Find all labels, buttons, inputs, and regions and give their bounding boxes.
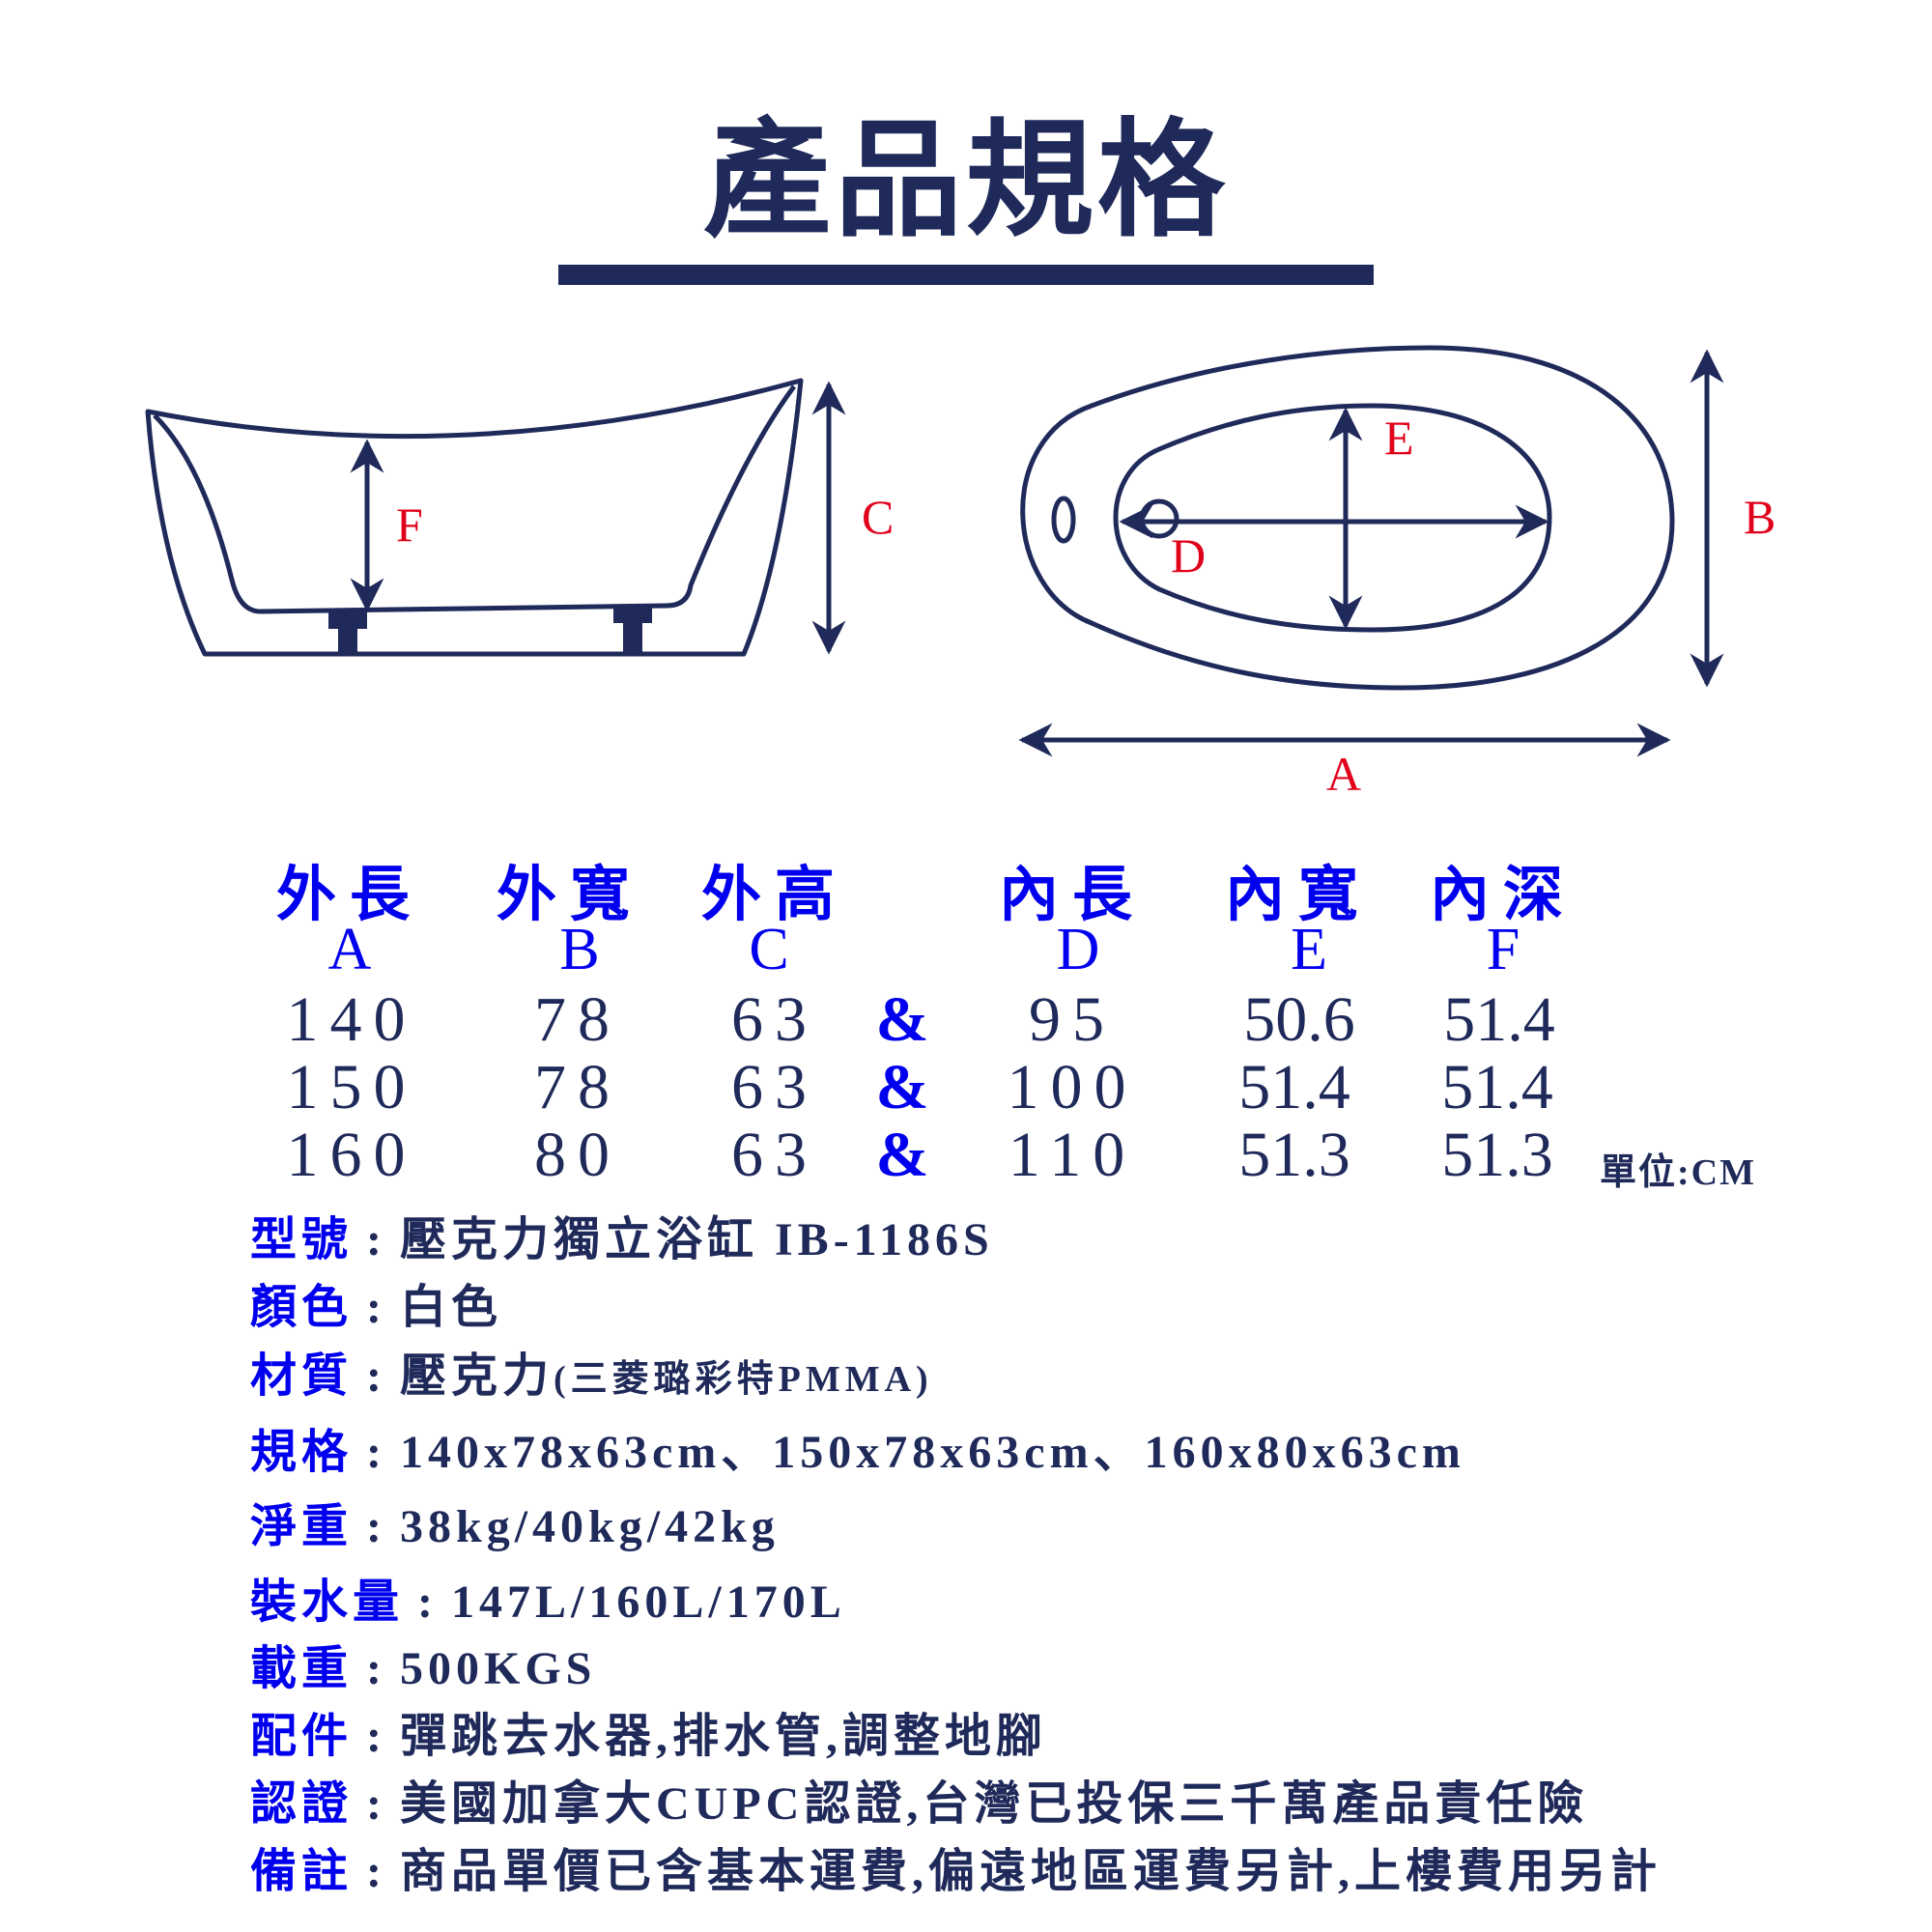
separator: & bbox=[875, 1052, 941, 1122]
spec-value: 500KGS bbox=[400, 1643, 597, 1694]
spec-key: 淨重 bbox=[250, 1501, 354, 1552]
spec-value: 147L/160L/170L bbox=[451, 1577, 846, 1628]
spec-value: 彈跳去水器,排水管,調整地腳 bbox=[400, 1711, 1048, 1762]
top-view-outline bbox=[1020, 345, 1675, 691]
spec-material: 材質:壓克力(三菱璐彩特PMMA) bbox=[250, 1350, 933, 1402]
spec-model: 型號:壓克力獨立浴缸 IB-1186S bbox=[250, 1214, 994, 1265]
letter-a: A bbox=[327, 917, 372, 982]
spec-certification: 認證:美國加拿大CUPC認證,台灣已投保三千萬產品責任險 bbox=[250, 1778, 1589, 1830]
spec-key: 認證 bbox=[250, 1778, 354, 1830]
header-outer-height: 外高 bbox=[700, 863, 848, 928]
spec-net-weight: 淨重:38kg/40kg/42kg bbox=[250, 1501, 780, 1552]
cell: 95 bbox=[1029, 984, 1116, 1055]
cell: 63 bbox=[731, 984, 818, 1055]
spec-load: 載重:500KGS bbox=[250, 1643, 597, 1694]
cell: 51.4 bbox=[1443, 984, 1555, 1055]
side-view-inner-line bbox=[153, 384, 797, 614]
label-a: A bbox=[1326, 747, 1361, 801]
letter-b: B bbox=[559, 917, 600, 982]
tub-foot-left bbox=[328, 611, 367, 654]
label-f: F bbox=[396, 497, 423, 552]
cell: 140 bbox=[286, 984, 417, 1055]
header-outer-width: 外寬 bbox=[496, 863, 643, 928]
spec-size: 規格:140x78x63cm、150x78x63cm、160x80x63cm bbox=[250, 1427, 1465, 1478]
side-view-bathtub bbox=[145, 378, 846, 657]
spec-value: 壓克力獨立浴缸 IB-1186S bbox=[400, 1214, 994, 1265]
spec-color: 顏色:白色 bbox=[250, 1282, 503, 1333]
cell: 51.3 bbox=[1238, 1120, 1350, 1190]
cell: 63 bbox=[731, 1052, 818, 1122]
cell: 78 bbox=[534, 1052, 621, 1122]
label-b: B bbox=[1744, 490, 1776, 544]
spec-value: 38kg/40kg/42kg bbox=[400, 1501, 780, 1552]
separator: & bbox=[875, 1120, 941, 1190]
spec-key: 載重 bbox=[250, 1643, 354, 1694]
spec-note: (三菱璐彩特PMMA) bbox=[554, 1359, 933, 1400]
spec-key: 型號 bbox=[250, 1214, 354, 1265]
spec-value: 壓克力 bbox=[400, 1350, 554, 1402]
cell: 63 bbox=[731, 1120, 818, 1190]
spec-key: 裝水量 bbox=[250, 1577, 405, 1628]
spec-accessories: 配件:彈跳去水器,排水管,調整地腳 bbox=[250, 1711, 1048, 1762]
cell: 51.4 bbox=[1238, 1052, 1350, 1122]
cell: 50.6 bbox=[1243, 984, 1355, 1055]
spec-key: 材質 bbox=[250, 1350, 354, 1402]
spec-remarks: 備註:商品單價已含基本運費,偏遠地區運費另計,上樓費用另計 bbox=[250, 1846, 1662, 1897]
cell: 100 bbox=[1007, 1052, 1138, 1122]
letter-f: F bbox=[1486, 917, 1520, 982]
tub-foot-right bbox=[613, 606, 652, 654]
letter-c: C bbox=[749, 917, 789, 982]
spec-key: 顏色 bbox=[250, 1282, 354, 1333]
letter-e: E bbox=[1291, 917, 1327, 982]
page-title: 產品規格 bbox=[703, 110, 1229, 252]
spec-key: 備註 bbox=[250, 1846, 354, 1897]
separator: & bbox=[875, 984, 941, 1055]
cell: 110 bbox=[1008, 1120, 1137, 1190]
header-outer-length: 外長 bbox=[275, 863, 423, 928]
overflow-icon bbox=[1051, 496, 1076, 544]
letter-d: D bbox=[1056, 917, 1100, 982]
spec-value: 140x78x63cm、150x78x63cm、160x80x63cm bbox=[400, 1427, 1465, 1478]
top-view-inner bbox=[1113, 403, 1552, 633]
spec-key: 配件 bbox=[250, 1711, 354, 1762]
spec-value: 白色 bbox=[400, 1282, 503, 1333]
cell: 51.4 bbox=[1441, 1052, 1553, 1122]
cell: 78 bbox=[534, 984, 621, 1055]
label-d: D bbox=[1171, 528, 1206, 582]
cell: 80 bbox=[534, 1120, 621, 1190]
spec-value: 美國加拿大CUPC認證,台灣已投保三千萬產品責任險 bbox=[400, 1778, 1589, 1830]
spec-value: 商品單價已含基本運費,偏遠地區運費另計,上樓費用另計 bbox=[400, 1846, 1662, 1897]
top-view-bathtub bbox=[1018, 345, 1724, 757]
header-inner-width: 內寬 bbox=[1224, 863, 1372, 928]
title-underline bbox=[558, 265, 1374, 285]
spec-key: 規格 bbox=[250, 1427, 354, 1478]
label-e: E bbox=[1384, 411, 1414, 465]
cell: 160 bbox=[286, 1120, 417, 1190]
cell: 51.3 bbox=[1441, 1120, 1553, 1190]
cell: 150 bbox=[286, 1052, 417, 1122]
header-inner-depth: 內深 bbox=[1429, 863, 1577, 928]
header-inner-length: 內長 bbox=[998, 863, 1146, 928]
label-c: C bbox=[862, 490, 894, 544]
spec-capacity: 裝水量:147L/160L/170L bbox=[250, 1577, 846, 1628]
side-view-outline bbox=[145, 378, 804, 657]
unit-label: 單位:CM bbox=[1600, 1152, 1756, 1193]
